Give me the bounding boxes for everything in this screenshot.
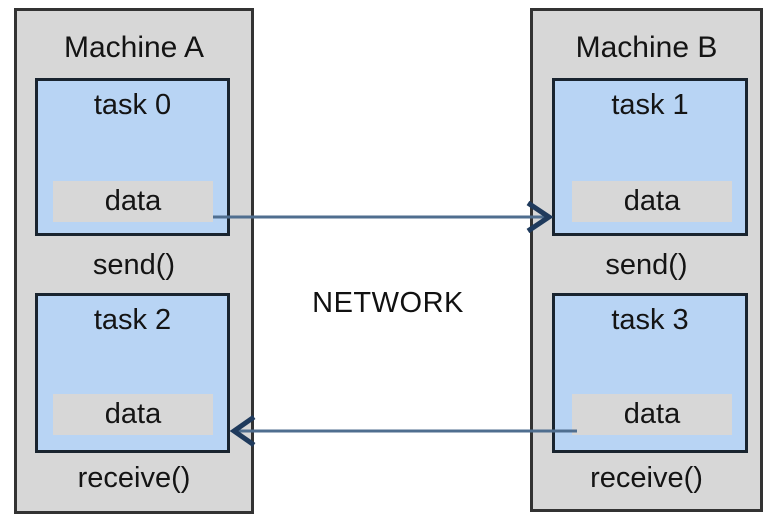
arrow-b-to-a — [229, 414, 577, 448]
task-1-data-box: data — [572, 181, 732, 222]
task-3-data-box: data — [572, 394, 732, 435]
task-1-label: task 1 — [611, 89, 689, 121]
machine-a-receive-label: receive() — [77, 462, 191, 494]
machine-b-receive-label: receive() — [590, 462, 703, 494]
arrowhead-right-icon — [526, 200, 554, 234]
network-label: NETWORK — [312, 287, 464, 319]
task-2-label: task 2 — [93, 304, 172, 336]
machine-a-send-label: send() — [92, 249, 176, 281]
task-2-data-box: data — [53, 394, 213, 435]
task-3-box: task 3 data — [552, 293, 748, 453]
task-0-box: task 0 data — [35, 78, 230, 236]
task-0-label: task 0 — [93, 89, 172, 121]
task-2-box: task 2 data — [35, 293, 230, 453]
machine-b-title: Machine B — [575, 31, 718, 64]
arrow-a-to-b — [213, 200, 554, 234]
machine-a-title: Machine A — [63, 31, 205, 64]
task-1-box: task 1 data — [552, 78, 748, 236]
machine-a-panel: Machine A task 0 data send() task 2 data… — [14, 8, 254, 514]
task-0-data-box: data — [53, 181, 213, 222]
arrowhead-left-icon — [229, 414, 256, 448]
machine-b-send-label: send() — [605, 249, 688, 281]
machine-b-panel: Machine B task 1 data send() task 3 data… — [530, 8, 763, 512]
task-3-label: task 3 — [611, 304, 689, 336]
